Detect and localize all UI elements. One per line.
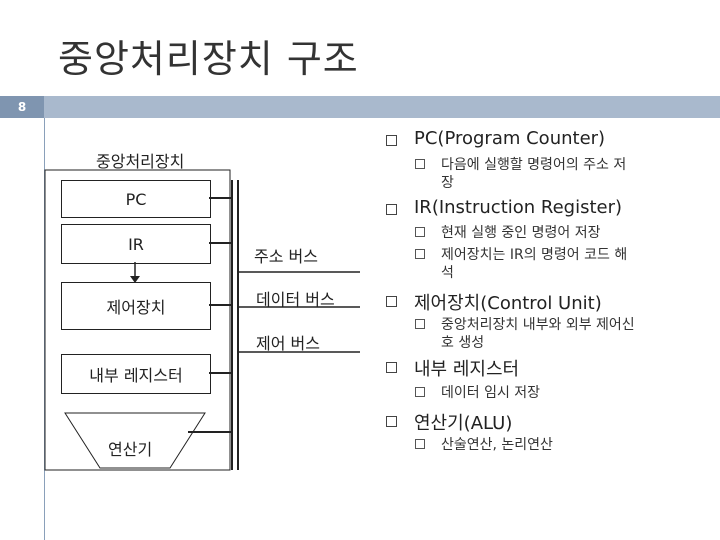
sub-bullet: 현재 실행 중인 명령어 저장 [415, 224, 681, 242]
sub-bullet-text: 석 [441, 265, 454, 281]
pc-label: PC [125, 189, 147, 209]
ir-box: IR [61, 224, 211, 264]
ir-label: IR [128, 234, 144, 254]
sub-bullet: 산술연산, 논리연산 [415, 436, 681, 454]
bullet-ir: IR(Instruction Register) [386, 197, 623, 218]
bullet-text: IR(Instruction Register) [414, 197, 623, 218]
sub-bullet: 다음에 실행할 명령어의 주소 저 장 [415, 156, 681, 192]
sub-bullet-square-icon [415, 227, 425, 237]
control-unit-box: 제어장치 [61, 282, 211, 330]
bullet-square-icon [386, 296, 397, 307]
sub-bullet-text: 제어장치는 IR의 명령어 코드 해 [441, 247, 628, 263]
bullet-text: PC(Program Counter) [414, 128, 606, 149]
control-bus-label: 제어 버스 [256, 334, 320, 353]
bullet-text: 제어장치(Control Unit) [414, 293, 602, 314]
slide-title: 중앙처리장치 구조 [58, 37, 359, 81]
sub-bullet: 중앙처리장치 내부와 외부 제어신 호 생성 [415, 316, 681, 352]
bullet-control-unit: 제어장치(Control Unit) [386, 289, 602, 315]
sub-bullet-square-icon [415, 159, 425, 169]
header-bar-right [44, 96, 720, 118]
bullet-registers: 내부 레지스터 [386, 355, 520, 381]
sub-bullet-text: 현재 실행 중인 명령어 저장 [441, 225, 601, 241]
registers-box: 내부 레지스터 [61, 354, 211, 394]
registers-label: 내부 레지스터 [89, 366, 183, 385]
bullet-square-icon [386, 416, 397, 427]
data-bus-label: 데이터 버스 [256, 290, 335, 309]
bullet-square-icon [386, 362, 397, 373]
sub-bullet-text: 다음에 실행할 명령어의 주소 저 [441, 157, 627, 173]
alu-label: 연산기 [108, 440, 153, 459]
bullet-square-icon [386, 204, 397, 215]
bullet-text: 연산기(ALU) [414, 413, 513, 434]
control-unit-label: 제어장치 [106, 298, 166, 317]
bullet-square-icon [386, 135, 397, 146]
left-rule [44, 118, 45, 540]
pc-box: PC [61, 180, 211, 218]
sub-bullet: 제어장치는 IR의 명령어 코드 해 석 [415, 246, 681, 282]
bullet-text: 내부 레지스터 [414, 359, 520, 380]
sub-bullet-text: 데이터 임시 저장 [441, 385, 541, 401]
sub-bullet: 데이터 임시 저장 [415, 384, 681, 402]
sub-bullet-text: 장 [441, 175, 454, 191]
sub-bullet-text: 산술연산, 논리연산 [441, 437, 553, 453]
bullet-pc: PC(Program Counter) [386, 128, 606, 149]
sub-bullet-square-icon [415, 387, 425, 397]
sub-bullet-square-icon [415, 439, 425, 449]
sub-bullet-text: 중앙처리장치 내부와 외부 제어신 [441, 317, 635, 333]
slide-number: 8 [17, 100, 27, 114]
sub-bullet-square-icon [415, 319, 425, 329]
address-bus-label: 주소 버스 [254, 247, 318, 266]
header-bar-left [0, 96, 44, 118]
cpu-label: 중앙처리장치 [96, 152, 185, 171]
bullet-alu: 연산기(ALU) [386, 409, 513, 435]
sub-bullet-square-icon [415, 249, 425, 259]
sub-bullet-text: 호 생성 [441, 335, 485, 351]
